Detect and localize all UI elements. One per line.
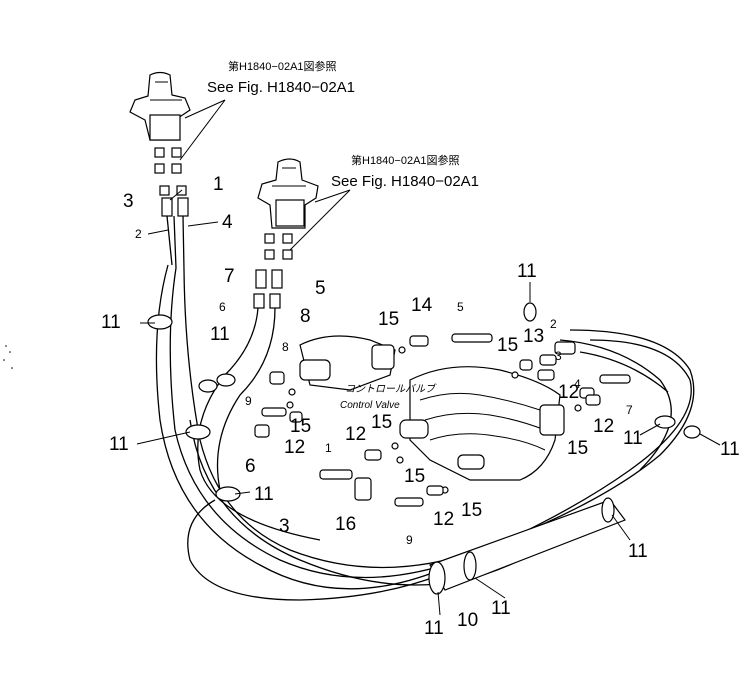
scan-specks xyxy=(3,345,13,369)
callout-15-e: 15 xyxy=(371,412,392,433)
callout-8-top: 8 xyxy=(300,306,311,327)
callout-11-d: 11 xyxy=(254,484,274,505)
callout-9-bottom: 9 xyxy=(406,533,413,547)
callout-12-c: 12 xyxy=(284,437,305,458)
reference-en-1: See Fig. H1840−02A1 xyxy=(207,79,355,96)
callout-7-left: 7 xyxy=(224,266,235,287)
callout-11-b: 11 xyxy=(210,324,230,345)
callout-6-bottom: 6 xyxy=(245,456,256,477)
callout-14: 14 xyxy=(411,295,433,316)
protective-sleeve xyxy=(428,497,626,595)
callout-3-bottom: 3 xyxy=(279,516,290,537)
callout-15-a: 15 xyxy=(378,309,399,330)
callout-11-g: 11 xyxy=(720,439,740,460)
reference-arrows xyxy=(179,99,351,251)
callout-11-h: 11 xyxy=(628,541,648,562)
callout-15-b: 15 xyxy=(497,335,518,356)
callout-12-e: 12 xyxy=(433,509,454,530)
right-ppc-valve xyxy=(257,158,319,260)
callout-1: 1 xyxy=(213,174,224,195)
callout-10: 10 xyxy=(457,610,478,631)
reference-label-1: 第H1840−02A1図参照 See Fig. H1840−02A1 xyxy=(207,59,355,96)
callout-numbers: 1 3 2 4 7 5 6 8 11 11 11 11 11 11 11 11 … xyxy=(101,174,740,639)
callout-8-mid: 8 xyxy=(282,340,289,354)
reference-jp-1: 第H1840−02A1図参照 xyxy=(228,59,337,73)
callout-15-g: 15 xyxy=(461,500,482,521)
callout-11-j: 11 xyxy=(424,618,444,639)
callout-11-f: 11 xyxy=(623,428,643,449)
callout-11-i: 11 xyxy=(491,598,511,619)
callout-11-a: 11 xyxy=(101,312,121,333)
callout-15-f: 15 xyxy=(404,466,425,487)
callout-5-left: 5 xyxy=(315,278,326,299)
callout-12-a: 12 xyxy=(558,382,579,403)
valve-fittings xyxy=(254,333,631,507)
control-valve-jp: コントロールバルブ xyxy=(345,383,437,395)
callout-11-c: 11 xyxy=(109,434,129,455)
callout-13: 13 xyxy=(523,326,544,347)
leader-lines xyxy=(136,189,721,616)
callout-5-right: 5 xyxy=(457,300,464,314)
callout-1-bottom: 1 xyxy=(325,441,332,455)
left-ppc-valve xyxy=(129,71,191,196)
callout-9-top: 9 xyxy=(245,394,252,408)
callout-6-top: 6 xyxy=(219,300,226,314)
callout-12-b: 12 xyxy=(593,416,614,437)
callout-11-e: 11 xyxy=(517,261,537,282)
callout-4-right: 4 xyxy=(574,377,581,391)
control-valve-body xyxy=(299,335,565,481)
control-valve-label: コントロールバルブ Control Valve xyxy=(340,383,437,411)
callout-3-right: 3 xyxy=(555,349,562,363)
reference-label-2: 第H1840−02A1図参照 See Fig. H1840−02A1 xyxy=(331,153,479,190)
reference-jp-2: 第H1840−02A1図参照 xyxy=(351,153,460,167)
callout-15-d: 15 xyxy=(290,416,311,437)
callout-3: 3 xyxy=(123,191,134,212)
clamps xyxy=(147,302,701,502)
callout-2: 2 xyxy=(135,227,142,241)
callout-15-c: 15 xyxy=(567,438,588,459)
reference-en-2: See Fig. H1840−02A1 xyxy=(331,173,479,190)
left-lever-hoses xyxy=(161,197,189,271)
callout-12-d: 12 xyxy=(345,424,366,445)
callout-2-right: 2 xyxy=(550,317,557,331)
control-valve-en: Control Valve xyxy=(340,400,400,411)
callout-16: 16 xyxy=(335,514,356,535)
callout-4: 4 xyxy=(222,212,233,233)
right-lever-hoses xyxy=(224,269,283,396)
callout-7-right: 7 xyxy=(626,403,633,417)
